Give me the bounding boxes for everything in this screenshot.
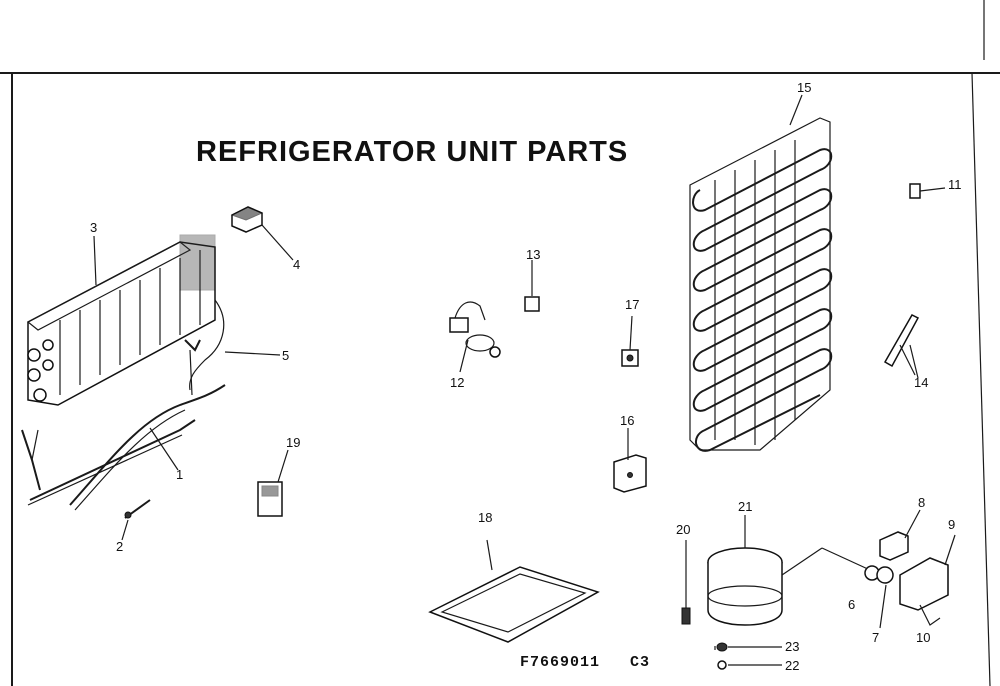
callout-23: 23: [785, 639, 800, 654]
callout-7: 7: [872, 630, 880, 645]
callout-10: 10: [916, 630, 931, 645]
callout-2: 2: [116, 539, 124, 554]
mount-part-20: [681, 540, 691, 625]
washer-part-22: [717, 660, 782, 670]
wire-part-5: [184, 299, 225, 396]
condenser-part-15: [689, 94, 833, 452]
callout-6: 6: [848, 597, 856, 612]
callout-9: 9: [948, 517, 956, 532]
callout-22: 22: [785, 658, 800, 673]
callout-15: 15: [797, 80, 812, 95]
callout-16: 16: [620, 413, 635, 428]
callout-20: 20: [676, 522, 691, 537]
clip-part-10: [919, 604, 941, 626]
compressor-part-21: [707, 515, 871, 626]
box-part-19: [257, 481, 283, 517]
bracket-part-13: [524, 260, 540, 312]
diagram-code: F7669011 C3: [520, 654, 650, 671]
fitting-part-11: [909, 183, 946, 199]
leader-lines: [93, 224, 919, 650]
clip-part-4: [230, 206, 264, 233]
callout-19: 19: [286, 435, 301, 450]
callout-21: 21: [738, 499, 753, 514]
diagram-title: REFRIGERATOR UNIT PARTS: [196, 136, 629, 168]
relay-part-8: [879, 509, 921, 561]
callout-1: 1: [176, 467, 184, 482]
right-border: [971, 72, 991, 686]
diagram-code-number: F7669011: [520, 654, 601, 671]
cover-part-9: [899, 534, 956, 611]
drain-pan-part-18: [428, 539, 600, 643]
callout-14: 14: [914, 375, 929, 390]
callout-4: 4: [293, 257, 301, 272]
callout-18: 18: [478, 510, 493, 525]
diagram-code-rev: C3: [630, 654, 651, 671]
clip-part-7: [879, 584, 887, 629]
callout-8: 8: [918, 495, 926, 510]
bracket-part-17: [621, 349, 639, 367]
callout-11: 11: [948, 177, 962, 192]
callout-13: 13: [526, 247, 541, 262]
callout-3: 3: [90, 220, 98, 235]
drain-heater-part-1: [21, 384, 226, 511]
screw-part-2: [124, 499, 151, 519]
callout-5: 5: [282, 348, 290, 363]
callout-17: 17: [625, 297, 640, 312]
washer-part-23: [716, 642, 782, 652]
evaporator-part-3: [26, 234, 216, 406]
thermostat-part-12: [449, 301, 501, 358]
bracket-part-16: [613, 454, 647, 493]
overload-part-6: [864, 565, 894, 584]
callout-12: 12: [450, 375, 465, 390]
bracket-part-14: [883, 314, 920, 376]
